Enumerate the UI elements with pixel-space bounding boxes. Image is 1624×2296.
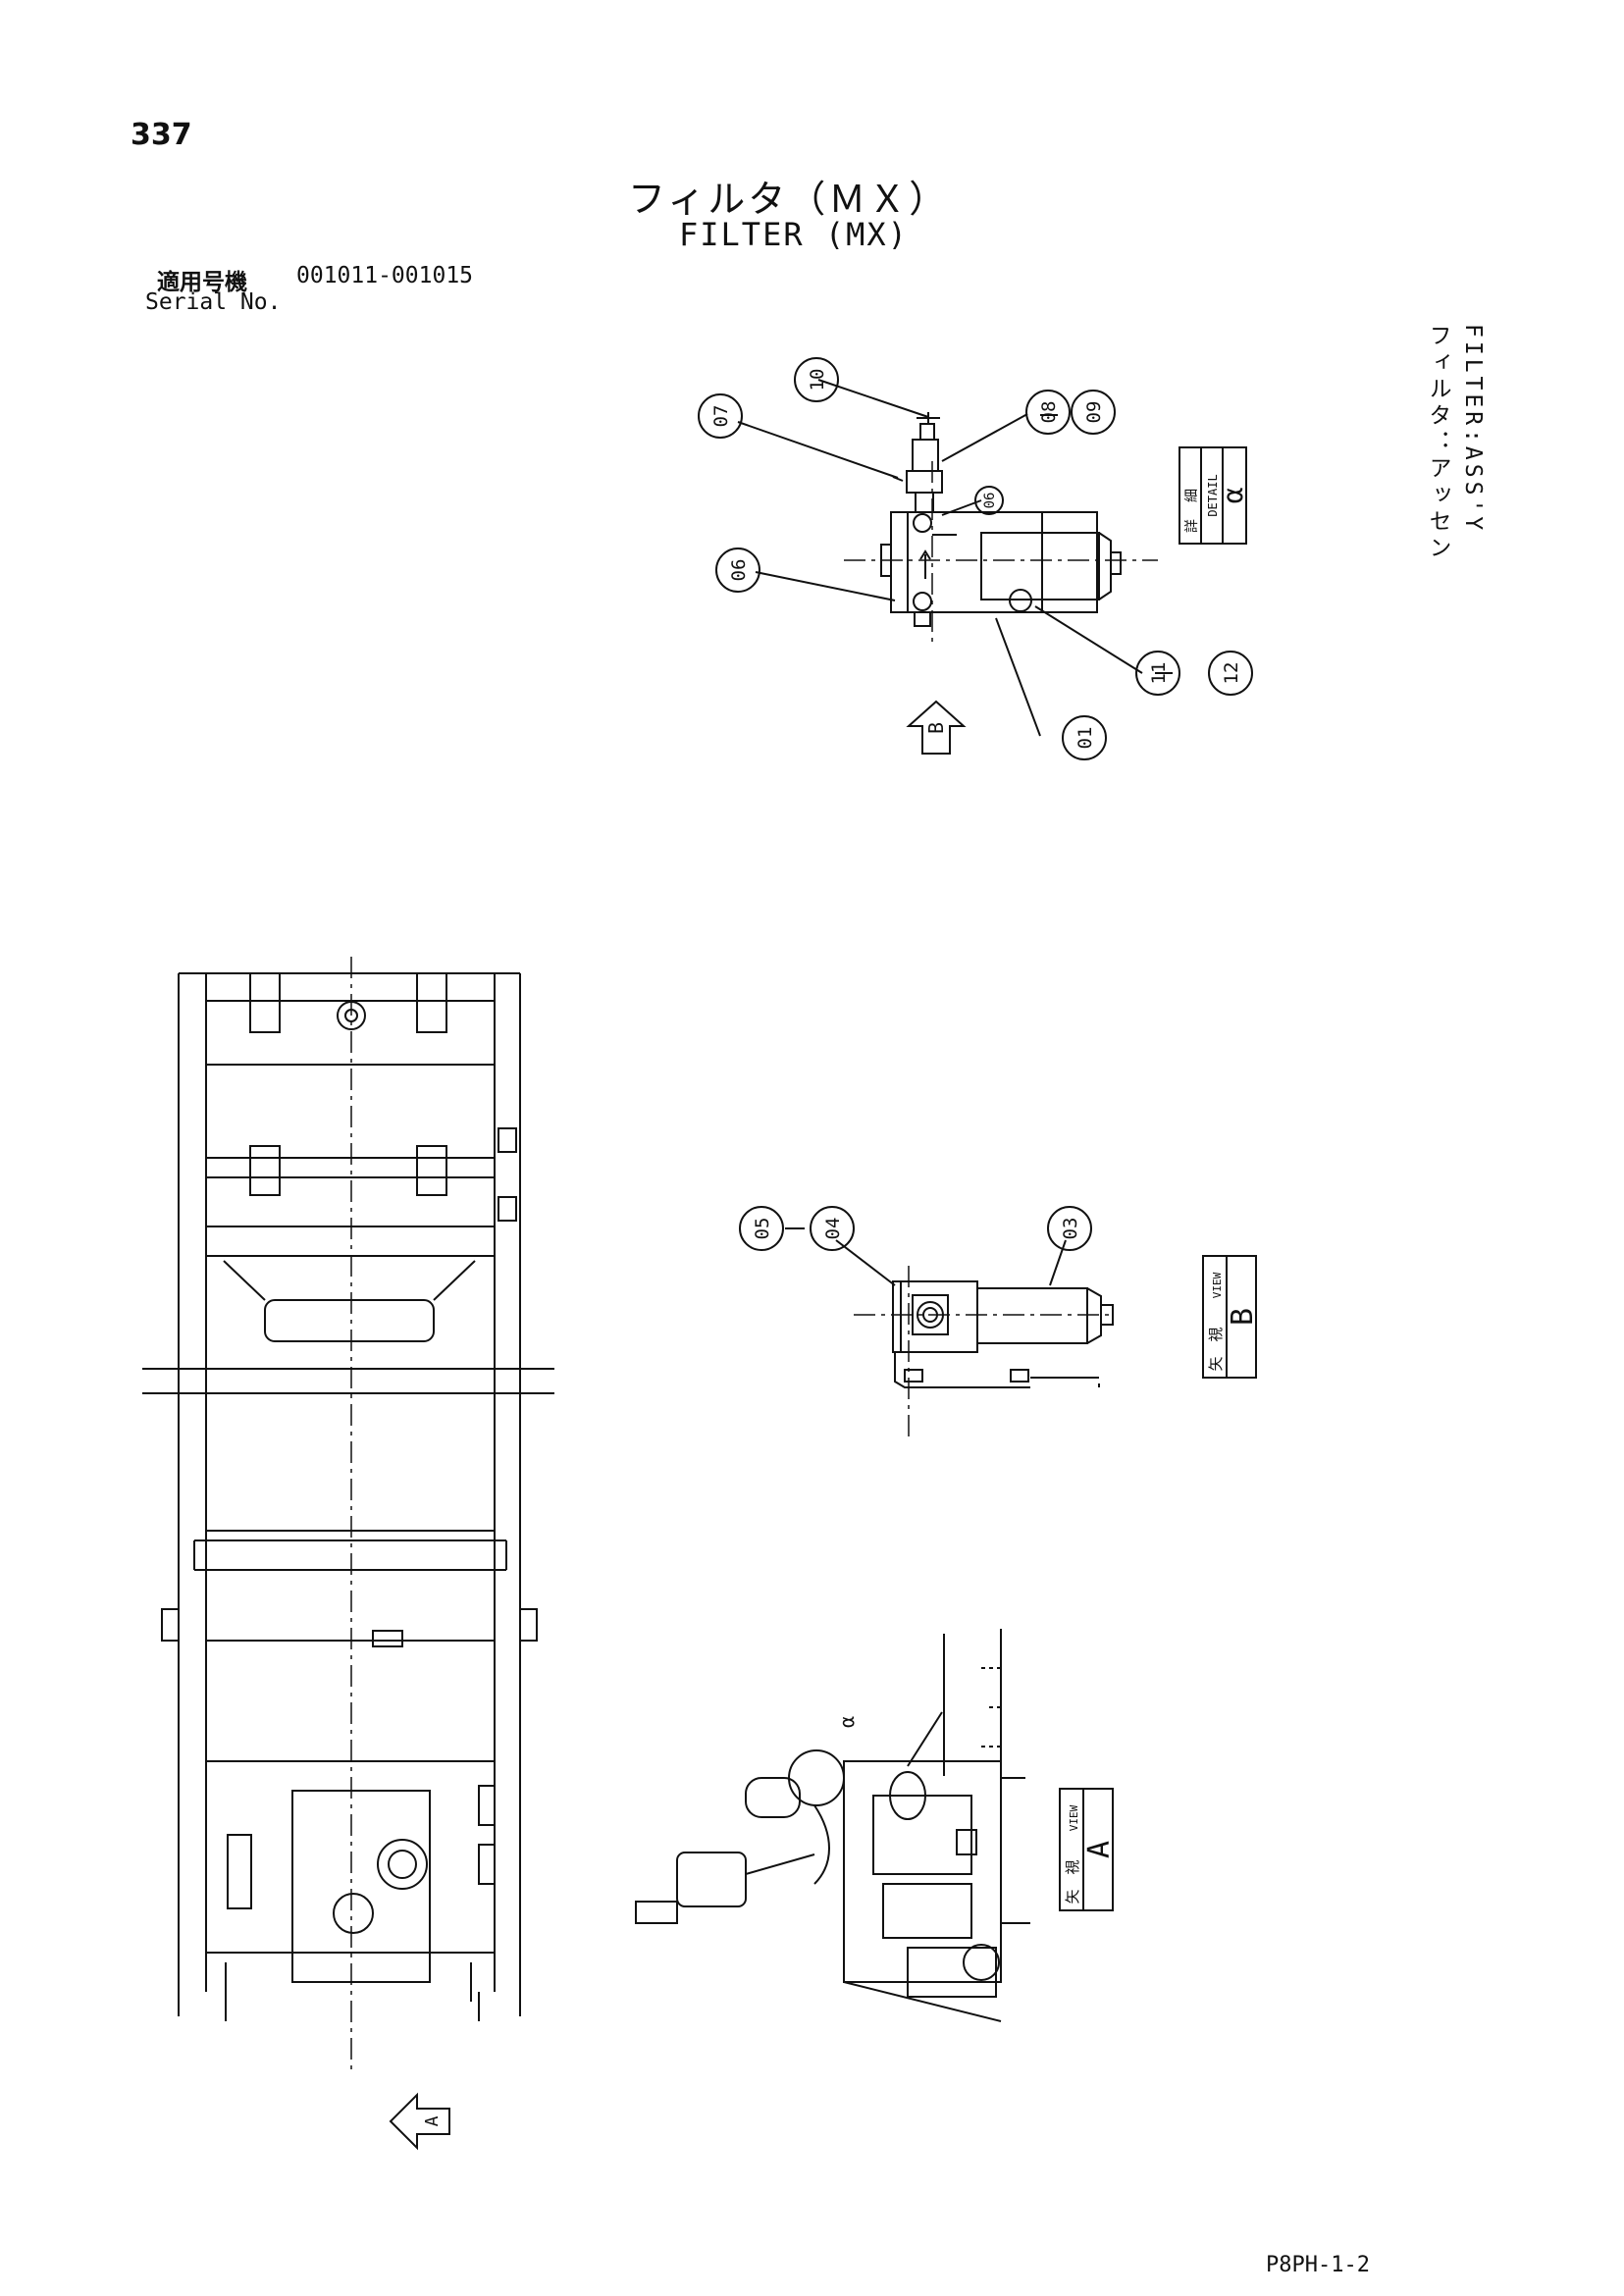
detail-box-letter: α — [1217, 487, 1249, 503]
callout-09: 09 — [1083, 401, 1105, 424]
view-a-box-en: VIEW — [1068, 1804, 1080, 1831]
callout-10: 10 — [807, 369, 828, 391]
page-title-japanese: フィルタ（ＭＸ） — [628, 178, 950, 221]
view-b-leader-lines — [785, 1227, 1067, 1286]
detail-leader-lines — [737, 379, 1173, 737]
filter-assembly-detail — [844, 412, 1158, 648]
assembly-side-label: フィルタ：アッセン FILTER:ASS'Y — [1421, 324, 1501, 638]
callout-numbers: 07 10 08 09 06 06 11 12 01 05 04 03 — [710, 369, 1242, 1240]
view-b-box — [1202, 1255, 1257, 1379]
callout-05: 05 — [752, 1218, 773, 1240]
serial-label-english: Serial No. — [145, 289, 282, 315]
view-a-box — [1059, 1788, 1114, 1911]
callout-12: 12 — [1221, 662, 1242, 685]
detail-alpha-box-text: 詳 細 DETAIL α — [1184, 474, 1249, 533]
view-b-arrow-top — [906, 700, 967, 755]
callout-08: 08 — [1038, 401, 1060, 424]
detail-box-en: DETAIL — [1206, 474, 1220, 516]
document-code: P8PH-1-2 — [1266, 2253, 1370, 2277]
engine-view-a — [635, 1629, 1030, 2022]
detail-box-ja-1: 詳 — [1184, 519, 1200, 533]
assembly-label-japanese: フィルタ：アッセン — [1425, 324, 1450, 562]
callout-01: 01 — [1074, 727, 1096, 750]
view-a-arrow-letter: A — [422, 2115, 443, 2126]
view-b-box-ja-1: 矢 — [1207, 1356, 1225, 1371]
serial-label-japanese: 適用号機 — [157, 270, 247, 295]
page-number: 337 — [131, 118, 192, 152]
view-b-box-en: VIEW — [1211, 1272, 1224, 1298]
machine-frame-top-view — [142, 957, 554, 2070]
view-b-box-letter: B — [1226, 1308, 1260, 1326]
view-b-arrow-letter: B — [924, 722, 948, 734]
callout-06-left: 06 — [728, 559, 750, 582]
callout-04: 04 — [822, 1218, 844, 1240]
view-a-box-text: 矢 視 VIEW A — [1064, 1804, 1117, 1904]
view-b-box-text: 矢 視 VIEW B — [1207, 1272, 1260, 1371]
callout-11: 11 — [1148, 662, 1170, 685]
callout-03: 03 — [1060, 1218, 1081, 1240]
view-a-box-letter: A — [1082, 1841, 1117, 1858]
callout-06-small: 06 — [982, 493, 998, 509]
filter-view-b — [854, 1266, 1114, 1442]
assembly-label-english: FILTER:ASS'Y — [1460, 324, 1486, 535]
detail-alpha-leader-label: α — [835, 1716, 859, 1728]
view-a-arrow-bottom — [389, 2092, 450, 2151]
page-title-english: FILTER (MX) — [679, 216, 909, 253]
detail-alpha-box — [1179, 446, 1247, 545]
callout-balloons — [698, 357, 1253, 1251]
view-b-box-ja-2: 視 — [1207, 1327, 1225, 1341]
detail-box-ja-2: 細 — [1184, 489, 1200, 502]
view-a-box-ja-1: 矢 — [1064, 1889, 1081, 1904]
view-a-box-ja-2: 視 — [1064, 1859, 1081, 1874]
callout-07: 07 — [710, 405, 732, 428]
serial-range: 001011-001015 — [296, 263, 474, 288]
